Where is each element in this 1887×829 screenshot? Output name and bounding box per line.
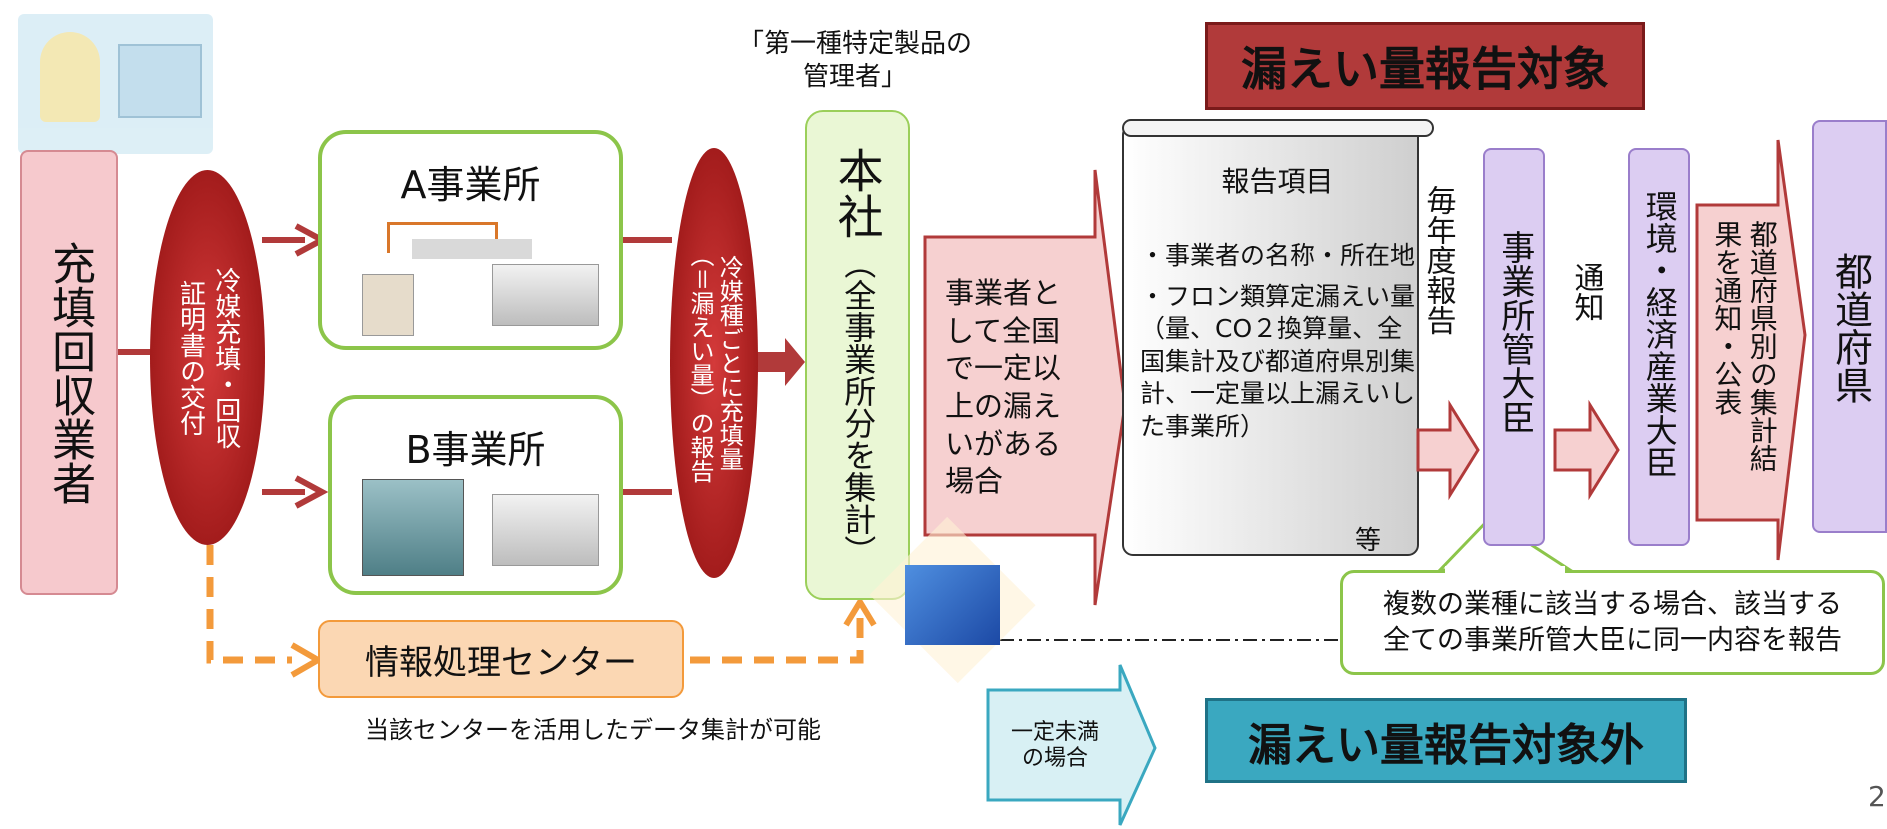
head-office-box: 本社 （全事業所分を集計）: [805, 110, 910, 600]
prefecture-box: 都道府県: [1812, 120, 1887, 533]
page-number: 2: [1868, 780, 1886, 813]
condition-text: 事業者として全国で一定以上の漏えいがある場合: [945, 276, 1062, 499]
worker-figure: [40, 32, 100, 122]
collector-box: 充填回収業者: [20, 150, 118, 595]
callout-line2: 全ての事業所管大臣に同一内容を報告: [1383, 624, 1842, 656]
site-b-box: B事業所: [328, 395, 623, 595]
minister-label: 事業所管大臣: [1494, 230, 1535, 434]
certificate-line1: 冷媒充填・回収: [210, 266, 241, 449]
machine-shape: [118, 44, 202, 118]
non-target-banner-label: 漏えい量報告対象外: [1248, 719, 1644, 771]
site-a-box: A事業所: [318, 130, 623, 350]
site-a-label: A事業所: [400, 163, 541, 207]
scroll-top-roll: [1122, 119, 1434, 137]
head-office-sub: （全事業所分を集計）: [839, 247, 878, 567]
report-oval-line2: （＝漏えい量）の報告: [686, 243, 714, 483]
collector-label: 充填回収業者: [44, 240, 96, 505]
refrigerator-icon: [362, 274, 414, 336]
notify-label: 通知: [1568, 262, 1604, 322]
dashed-arrowhead: [843, 596, 877, 627]
manager-caption-line1: 「第一種特定製品の: [737, 29, 972, 59]
dashed-arrowhead: [290, 642, 325, 678]
certificate-oval: 冷媒充填・回収 証明書の交付: [150, 170, 265, 545]
chiller-icon: [362, 479, 464, 576]
indoor-unit-icon: [412, 239, 472, 259]
minister-box: 事業所管大臣: [1483, 148, 1545, 546]
callout-box: 複数の業種に該当する場合、該当する 全ての事業所管大臣に同一内容を報告: [1340, 570, 1885, 675]
pipe-lines: [387, 222, 498, 253]
prefecture-label: 都道府県: [1828, 252, 1873, 404]
non-target-banner: 漏えい量報告対象外: [1205, 698, 1687, 783]
target-banner: 漏えい量報告対象: [1205, 22, 1645, 110]
info-center-box: 情報処理センター: [318, 620, 684, 698]
report-item-1: ・事業者の名称・所在地: [1140, 241, 1416, 270]
arrow-annual-report: [1416, 399, 1480, 501]
report-items-etc: 等: [1355, 526, 1382, 556]
report-items: 報告項目 ・事業者の名称・所在地 ・フロン類算定漏えい量（量、CO２換算量、全国…: [1140, 160, 1415, 443]
info-center-label: 情報処理センター: [365, 642, 637, 683]
meti-box: 環境・経済産業大臣: [1628, 148, 1690, 546]
arrow-notify: [1553, 399, 1620, 501]
result-line2: 果を通知・公表: [1710, 220, 1744, 416]
indoor-unit-icon: [472, 239, 532, 259]
arrowhead-site-b: [294, 475, 329, 509]
info-center-caption: 当該センターを活用したデータ集計が可能: [365, 716, 821, 744]
manager-caption: 「第一種特定製品の 管理者」: [720, 28, 990, 93]
target-banner-label: 漏えい量報告対象: [1241, 42, 1609, 96]
showcase-icon: [492, 494, 599, 566]
meti-label: 環境・経済産業大臣: [1640, 190, 1679, 478]
result-arrow-shape: [1695, 139, 1807, 561]
manager-caption-line2: 管理者」: [802, 61, 907, 92]
below-threshold-arrow: [986, 664, 1157, 826]
callout-line1: 複数の業種に該当する場合、該当する: [1383, 589, 1842, 621]
report-item-2: ・フロン類算定漏えい量（量、CO２換算量、全国集計及び都道府県別集計、一定量以上…: [1140, 281, 1416, 441]
below-line2: の場合: [1021, 746, 1088, 772]
below-line1: 一定未満: [1010, 720, 1099, 745]
head-office-title: 本社: [830, 147, 885, 239]
report-oval-line1: 冷媒種ごとに充填量: [715, 255, 744, 471]
site-b-label: B事業所: [405, 428, 546, 472]
result-line1: 都道府県別の集計結: [1745, 220, 1779, 472]
arrow-to-head-office: [755, 338, 805, 386]
dashed-path-to-center: [206, 545, 292, 664]
building-icon: [905, 565, 1000, 645]
workers-illustration: [18, 14, 213, 154]
annual-report-label: 毎年度報告: [1420, 185, 1456, 335]
report-oval: 冷媒種ごとに充填量 （＝漏えい量）の報告: [670, 148, 758, 578]
callout-seam: [1445, 566, 1565, 574]
below-threshold-text: 一定未満 の場合: [995, 720, 1115, 773]
result-text: 都道府県別の集計結 果を通知・公表: [1710, 220, 1779, 510]
showcase-icon: [492, 264, 599, 326]
certificate-line2: 証明書の交付: [175, 279, 206, 436]
report-items-title: 報告項目: [1221, 165, 1334, 198]
dashed-path-to-office: [690, 615, 864, 664]
